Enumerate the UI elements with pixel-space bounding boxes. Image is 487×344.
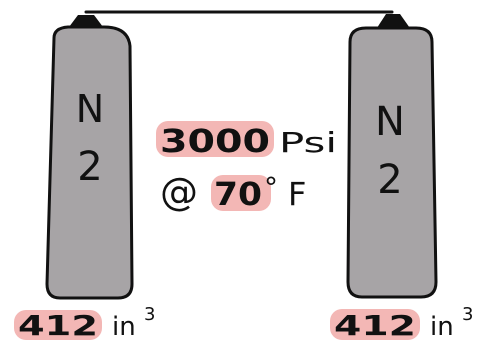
right-cylinder bbox=[346, 26, 438, 299]
pressure-highlight bbox=[156, 121, 274, 157]
temperature-degree: ° bbox=[264, 171, 278, 204]
pressure-value: 3000 bbox=[160, 122, 270, 160]
temperature-highlight bbox=[211, 175, 271, 211]
left-volume-value: 412 bbox=[18, 309, 98, 342]
left-cylinder bbox=[45, 25, 134, 300]
left-cylinder-label-n: N bbox=[76, 87, 104, 131]
right-volume-exponent: 3 bbox=[462, 304, 473, 325]
left-volume-exponent: 3 bbox=[144, 304, 155, 325]
right-volume-highlight bbox=[330, 309, 420, 340]
right-cylinder-label-n: N bbox=[375, 99, 405, 145]
left-cylinder-label-2: 2 bbox=[77, 144, 102, 190]
right-volume-value: 412 bbox=[334, 309, 416, 342]
left-volume-unit: in bbox=[112, 312, 136, 342]
temperature-at-symbol: @ bbox=[160, 170, 198, 214]
temperature-unit: F bbox=[288, 175, 306, 213]
right-cylinder-label-2: 2 bbox=[377, 157, 402, 203]
temperature-value: 70 bbox=[214, 175, 262, 213]
right-volume-unit: in bbox=[430, 312, 454, 342]
pressure-unit: Psi bbox=[279, 126, 337, 159]
left-volume-highlight bbox=[14, 310, 102, 340]
